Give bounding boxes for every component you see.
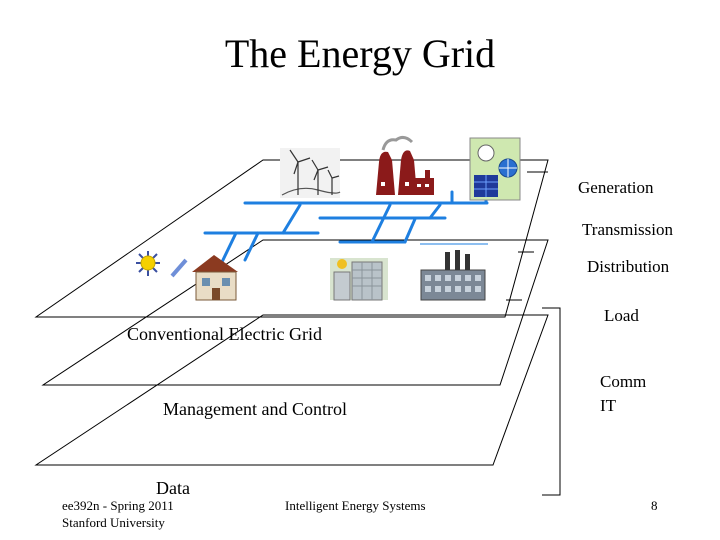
sun-icon — [136, 251, 160, 276]
renewable-generation-icon — [469, 137, 521, 201]
label-load: Load — [604, 306, 639, 325]
house-icon — [192, 255, 238, 301]
layer-label-conventional: Conventional Electric Grid — [127, 324, 322, 344]
label-distribution: Distribution — [587, 257, 670, 276]
solar-panel-icon — [170, 258, 188, 278]
label-transmission: Transmission — [582, 220, 674, 239]
wind-turbines-icon — [280, 148, 341, 198]
layer-label-data: Data — [156, 478, 190, 498]
comm-it-bracket — [542, 307, 561, 496]
layer-planes — [34, 159, 549, 466]
label-comm: Comm — [600, 372, 647, 391]
footer-center-title: Intelligent Energy Systems — [285, 498, 426, 513]
data-plane — [34, 314, 549, 466]
office-building-icon — [330, 258, 388, 301]
label-leader-lines — [506, 171, 548, 301]
layer-label-management: Management and Control — [163, 399, 347, 419]
slide-number: 8 — [651, 498, 658, 513]
grid-plane — [34, 159, 549, 318]
slide-title: The Energy Grid — [224, 31, 496, 76]
footer-course: ee392n - Spring 2011 — [62, 498, 174, 513]
factory-icon — [420, 250, 486, 301]
footer-university: Stanford University — [62, 515, 165, 530]
power-plant-icon — [376, 135, 434, 195]
transmission-lines — [203, 190, 489, 264]
management-plane — [41, 239, 549, 386]
label-it: IT — [600, 396, 617, 415]
label-generation: Generation — [578, 178, 654, 197]
